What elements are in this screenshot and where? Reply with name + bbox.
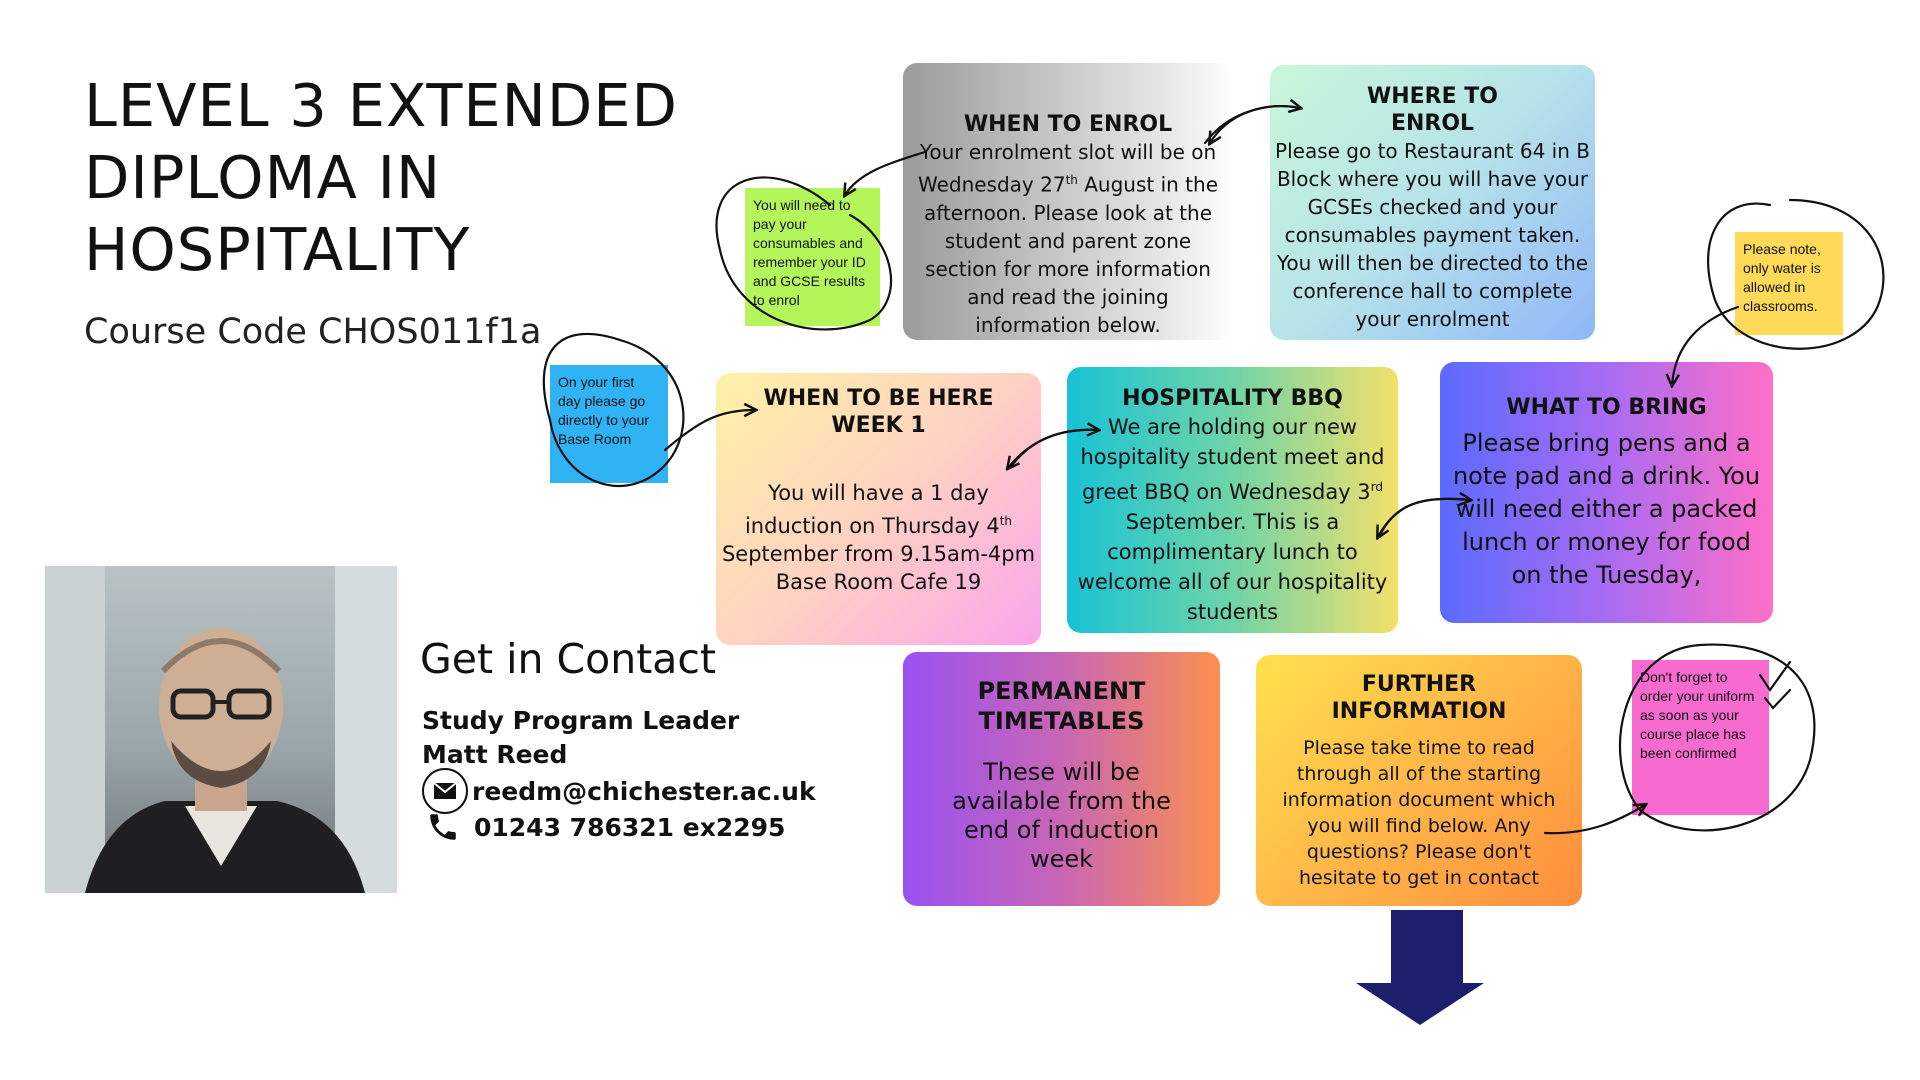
- contact-email[interactable]: reedm@chichester.ac.uk: [472, 776, 816, 806]
- contact-phone[interactable]: 01243 786321 ex2295: [474, 812, 786, 842]
- page-title: LEVEL 3 EXTENDED DIPLOMA IN HOSPITALITY: [84, 71, 678, 284]
- card-title: WHERE TO ENROL: [1366, 84, 1499, 136]
- card-hospitality-bbq: HOSPITALITY BBQ We are holding our new h…: [1067, 367, 1398, 633]
- card-body: Please go to Restaurant 64 in B Block wh…: [1275, 139, 1590, 331]
- card-title: PERMANENT TIMETABLES: [977, 677, 1146, 735]
- card-title: FURTHER INFORMATION: [1331, 672, 1507, 724]
- card-body: Please take time to read through all of …: [1282, 737, 1556, 889]
- contact-phone-row[interactable]: 01243 786321 ex2295: [422, 810, 785, 844]
- sticky-note-yellow: Please note, only water is allowed in cl…: [1735, 232, 1843, 335]
- card-body: Your enrolment slot will be on Wednesday…: [917, 140, 1219, 337]
- envelope-icon: [422, 768, 468, 814]
- card-title: HOSPITALITY BBQ: [1122, 386, 1343, 411]
- card-title: WHEN TO BE HERE WEEK 1: [763, 386, 994, 438]
- sticky-note-pink: Don't forget to order your uniform as so…: [1632, 660, 1769, 815]
- card-permanent-timetables: PERMANENT TIMETABLES These will be avail…: [903, 652, 1220, 906]
- phone-icon: [430, 814, 456, 840]
- card-what-to-bring: WHAT TO BRING Please bring pens and a no…: [1440, 362, 1773, 623]
- sticky-note-blue: On your first day please go directly to …: [550, 365, 668, 483]
- card-when-to-be-here: WHEN TO BE HERE WEEK 1 You will have a 1…: [716, 373, 1041, 645]
- card-where-to-enrol: WHERE TO ENROL Please go to Restaurant 6…: [1270, 65, 1595, 340]
- card-body: You will have a 1 day induction on Thurs…: [721, 481, 1036, 594]
- card-further-information: FURTHER INFORMATION Please take time to …: [1256, 655, 1582, 906]
- leader-photo: [45, 566, 397, 893]
- contact-email-row[interactable]: reedm@chichester.ac.uk: [422, 768, 816, 814]
- card-body: Please bring pens and a note pad and a d…: [1452, 429, 1761, 589]
- card-when-to-enrol: WHEN TO ENROL Your enrolment slot will b…: [903, 63, 1233, 340]
- course-code: Course Code CHOS011f1a: [84, 312, 542, 352]
- card-title: WHAT TO BRING: [1506, 395, 1707, 420]
- contact-name: Matt Reed: [422, 740, 568, 769]
- card-body: These will be available from the end of …: [952, 758, 1171, 873]
- sticky-note-green: You will need to pay your consumables an…: [745, 188, 880, 326]
- card-title: WHEN TO ENROL: [963, 112, 1173, 137]
- leader-portrait-illustration: [45, 566, 397, 893]
- down-arrow-icon: [1356, 910, 1484, 1025]
- contact-heading: Get in Contact: [420, 635, 717, 683]
- card-body: We are holding our new hospitality stude…: [1077, 415, 1388, 624]
- contact-role: Study Program Leader: [422, 706, 740, 735]
